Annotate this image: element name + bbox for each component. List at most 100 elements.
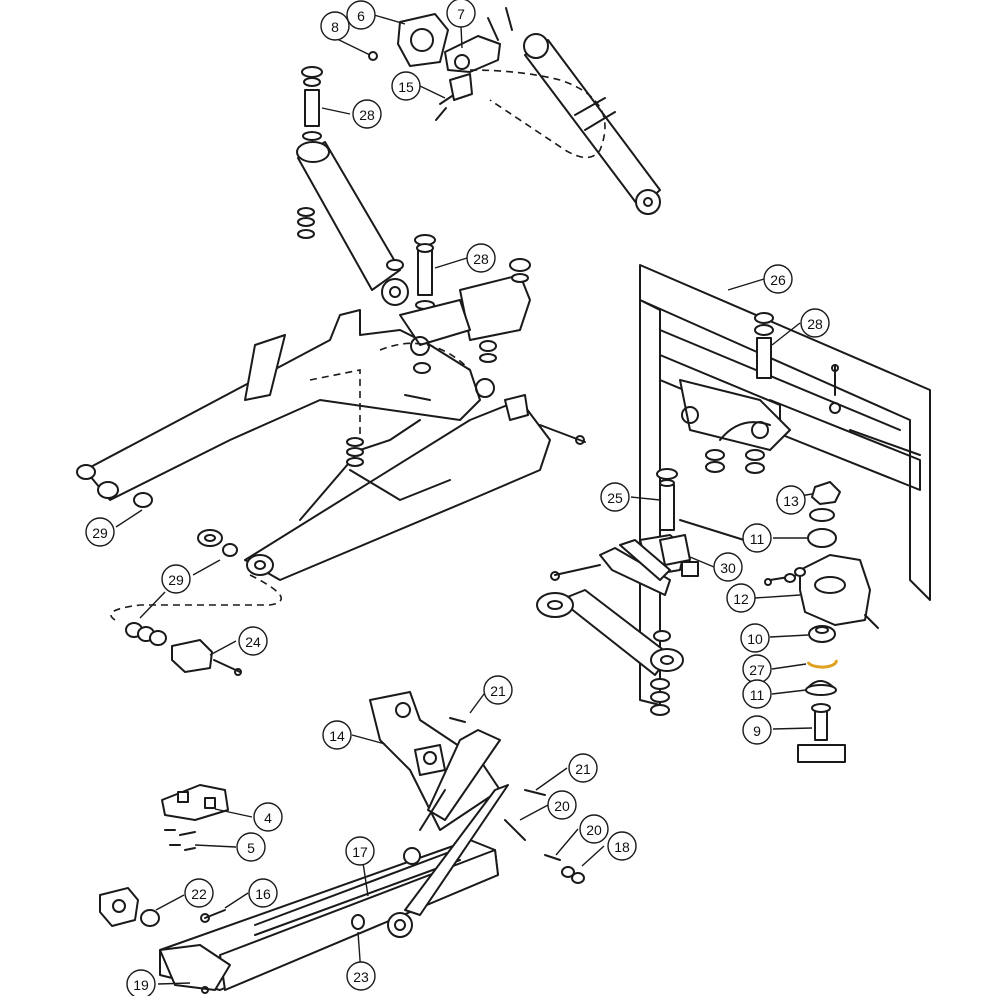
callout-circle bbox=[248, 878, 278, 908]
callout-circle bbox=[391, 71, 421, 101]
callout-19: 19 bbox=[126, 969, 156, 996]
callout-18: 18 bbox=[607, 831, 637, 861]
callout-10: 10 bbox=[740, 623, 770, 653]
callout-number: 11 bbox=[750, 687, 765, 703]
callout-number: 20 bbox=[586, 822, 602, 838]
callout-circle bbox=[126, 969, 156, 996]
callout-circle bbox=[345, 836, 375, 866]
callout-circle bbox=[85, 517, 115, 547]
callout-4: 4 bbox=[253, 802, 283, 832]
callout-circle bbox=[726, 583, 756, 613]
callout-number: 25 bbox=[607, 490, 623, 506]
callout-number: 9 bbox=[753, 723, 761, 739]
callout-circle bbox=[742, 523, 772, 553]
callout-29: 29 bbox=[161, 564, 191, 594]
callout-number: 21 bbox=[575, 761, 591, 777]
callout-circle bbox=[483, 675, 513, 705]
callout-29: 29 bbox=[85, 517, 115, 547]
callout-circle bbox=[236, 832, 266, 862]
callout-16: 16 bbox=[248, 878, 278, 908]
callout-number: 19 bbox=[133, 977, 149, 993]
callout-number: 4 bbox=[264, 810, 272, 826]
callout-number: 27 bbox=[749, 662, 765, 678]
callout-circle bbox=[161, 564, 191, 594]
callout-circle bbox=[763, 264, 793, 294]
callout-9: 9 bbox=[742, 715, 772, 745]
callout-circle bbox=[742, 679, 772, 709]
callout-number: 8 bbox=[331, 19, 339, 35]
callout-number: 28 bbox=[807, 316, 823, 332]
upper-hydraulic-cylinder-assembly bbox=[296, 7, 661, 310]
callout-30: 30 bbox=[713, 552, 743, 582]
callout-circle bbox=[742, 715, 772, 745]
callout-8: 8 bbox=[320, 11, 350, 41]
callout-6: 6 bbox=[346, 0, 376, 30]
lower-frame-assembly bbox=[99, 691, 585, 994]
callout-number: 18 bbox=[614, 839, 630, 855]
callout-11: 11 bbox=[742, 679, 772, 709]
callout-11: 11 bbox=[742, 523, 772, 553]
callout-number: 23 bbox=[353, 969, 369, 985]
callout-5: 5 bbox=[236, 832, 266, 862]
callout-number: 5 bbox=[247, 840, 255, 856]
callout-circle bbox=[346, 0, 376, 30]
callout-circle bbox=[607, 831, 637, 861]
callout-number: 7 bbox=[457, 6, 465, 22]
callout-circle bbox=[579, 814, 609, 844]
callout-circle bbox=[800, 308, 830, 338]
callout-circle bbox=[568, 753, 598, 783]
callout-26: 26 bbox=[763, 264, 793, 294]
callout-22: 22 bbox=[184, 878, 214, 908]
callout-number: 22 bbox=[191, 886, 207, 902]
callout-circle bbox=[547, 790, 577, 820]
callout-circle bbox=[713, 552, 743, 582]
callout-number: 28 bbox=[473, 251, 489, 267]
callout-number: 16 bbox=[255, 886, 271, 902]
callout-24: 24 bbox=[238, 626, 268, 656]
callout-number: 6 bbox=[357, 8, 365, 24]
callout-28: 28 bbox=[352, 99, 382, 129]
callout-circle bbox=[466, 243, 496, 273]
loader-arm-frame bbox=[76, 258, 586, 676]
callout-number: 14 bbox=[329, 728, 345, 744]
callout-circle bbox=[346, 961, 376, 991]
callout-23: 23 bbox=[346, 961, 376, 991]
callout-number: 11 bbox=[750, 531, 765, 547]
callout-labels: 6 7 8 15 28 28 26 28 25 13 11 30 12 29 29 24 10 27 11 9 21 14… bbox=[85, 0, 830, 996]
callout-circle bbox=[322, 720, 352, 750]
callout-12: 12 bbox=[726, 583, 756, 613]
callout-circle bbox=[253, 802, 283, 832]
callout-circle bbox=[352, 99, 382, 129]
callout-number: 24 bbox=[245, 634, 261, 650]
callout-number: 13 bbox=[783, 493, 799, 509]
callout-number: 17 bbox=[352, 844, 368, 860]
callout-17: 17 bbox=[345, 836, 375, 866]
callout-number: 15 bbox=[398, 79, 414, 95]
callout-28: 28 bbox=[466, 243, 496, 273]
callout-circle bbox=[184, 878, 214, 908]
mounting-frame-assembly bbox=[536, 264, 931, 763]
callout-number: 12 bbox=[733, 591, 749, 607]
callout-number: 29 bbox=[168, 572, 184, 588]
retaining-ring bbox=[806, 659, 838, 669]
callout-number: 10 bbox=[747, 631, 763, 647]
callout-14: 14 bbox=[322, 720, 352, 750]
callout-15: 15 bbox=[391, 71, 421, 101]
callout-circle bbox=[740, 623, 770, 653]
callout-13: 13 bbox=[776, 485, 806, 515]
callout-number: 29 bbox=[92, 525, 108, 541]
callout-number: 28 bbox=[359, 107, 375, 123]
callout-7: 7 bbox=[446, 0, 476, 28]
callout-number: 26 bbox=[770, 272, 786, 288]
callout-circle bbox=[776, 485, 806, 515]
callout-21: 21 bbox=[568, 753, 598, 783]
callout-circle bbox=[238, 626, 268, 656]
callout-number: 30 bbox=[720, 560, 736, 576]
callout-28: 28 bbox=[800, 308, 830, 338]
callout-20: 20 bbox=[547, 790, 577, 820]
callout-circle bbox=[600, 482, 630, 512]
callout-21: 21 bbox=[483, 675, 513, 705]
callout-27: 27 bbox=[742, 654, 772, 684]
callout-number: 20 bbox=[554, 798, 570, 814]
